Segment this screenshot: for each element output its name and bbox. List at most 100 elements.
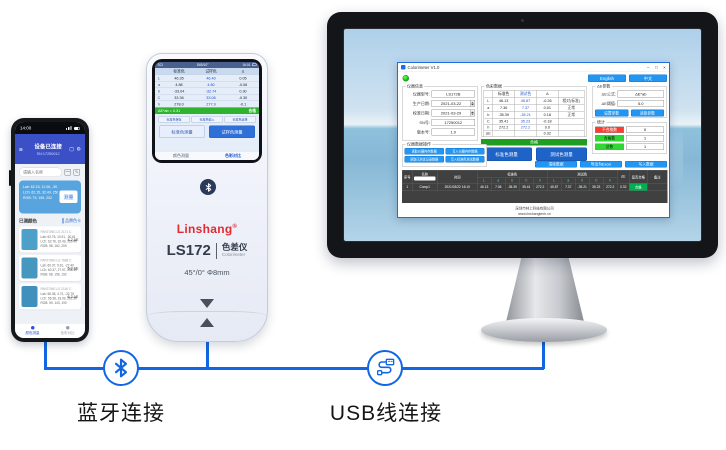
brand-color-card-link[interactable]: 品牌色卡 <box>62 218 81 224</box>
standard-select-button[interactable]: 标准色选择 <box>224 116 256 123</box>
phone-device-sn: SN:17250012 <box>36 151 60 156</box>
pass-badge: 合格 <box>629 183 648 191</box>
usb-cable-icon <box>367 350 403 386</box>
table-header-row: 标准色 测试色 Δ <box>483 90 585 98</box>
search-input[interactable] <box>19 167 62 177</box>
serial-number-field[interactable] <box>431 119 475 126</box>
monitor-stand-base <box>481 318 607 342</box>
total-count-field[interactable] <box>626 143 664 150</box>
write-memory-button[interactable]: 写入仪器内存数据 <box>445 148 485 155</box>
device-mode: SCI <box>157 63 163 67</box>
read-records-button[interactable]: 读取已测试记录数据 <box>404 156 444 163</box>
close-button[interactable]: × <box>663 64 666 70</box>
version-field[interactable] <box>431 128 475 136</box>
device-window-icon[interactable]: ▢ <box>69 146 75 152</box>
calendar-icon[interactable] <box>64 169 71 176</box>
table-header-row: 标准色 试样色 Δ <box>155 68 259 75</box>
delta-e-threshold-field[interactable] <box>617 100 664 107</box>
spinner-control[interactable] <box>470 109 475 117</box>
current-color-card: Lab: 62.15, 11.06, -30.55 LCh: 62.15, 32… <box>19 180 81 214</box>
delta-e-formula-field[interactable] <box>617 90 664 98</box>
gear-icon[interactable]: ⚙ <box>76 146 81 152</box>
import-data-button[interactable]: 写入数据 <box>625 161 667 168</box>
history-item[interactable]: PANTONE-LS 2171 C Lab: 62.76, 10.91, -30… <box>19 226 81 253</box>
device-seam <box>147 311 267 321</box>
tab-color-measure[interactable]: 颜色测量 <box>173 153 189 159</box>
color-swatch <box>21 257 38 279</box>
pass-count-field[interactable] <box>626 135 664 142</box>
usb-connection-label: USB线连接 <box>329 402 443 425</box>
software-footer: 深圳市林上科技有限公司 www.linshangtech.cn <box>398 207 669 218</box>
test-measure-button[interactable]: 测试色测量 <box>536 147 587 161</box>
set-params-button[interactable]: 设置参数 <box>595 109 629 117</box>
sample-measure-button[interactable]: 试样色测量 <box>209 125 255 138</box>
edit-icon[interactable]: ✎ <box>73 169 80 176</box>
tab-color-compare[interactable]: 色彩对比 <box>225 153 241 159</box>
pass-verdict: 合格 <box>248 108 257 114</box>
camera-dot <box>521 19 524 22</box>
production-date-field[interactable] <box>431 100 471 107</box>
delta-e-value: 4.2 ΔE <box>67 237 79 243</box>
standard-measure-button[interactable]: 标准色测量 <box>159 125 205 138</box>
bluetooth-icon <box>103 350 139 386</box>
battery-icon <box>252 63 257 67</box>
connection-line-monitor <box>542 340 545 369</box>
brand-logo: Linshang® <box>176 222 238 236</box>
read-memory-button[interactable]: 读取仪器内存数据 <box>404 148 444 155</box>
delta-e-result: ΔE*ab = 0.31 <box>158 108 181 114</box>
window-title-bar: Colorimeter V1.0 – □ × <box>398 63 669 72</box>
alignment-mark-up <box>200 318 214 327</box>
software-window: Colorimeter V1.0 – □ × English 中文 仪器信息 <box>397 62 670 218</box>
delta-e-params-group: ΔE参数 ΔE公式: ΔE阈值: 设置参数 读取参数 <box>592 83 667 118</box>
pass-count-label: 合格数 <box>595 135 624 142</box>
app-icon <box>401 65 406 70</box>
write-standard-button[interactable]: 写入标准色测试数据 <box>445 156 485 163</box>
history-section-title: 已测颜色 <box>19 218 38 224</box>
phone-connection-status: 设备已连接 <box>34 143 62 150</box>
company-website: www.linshangtech.cn <box>518 212 551 216</box>
export-excel-button[interactable]: 导出为Excel <box>580 161 622 168</box>
menu-icon[interactable]: ≡ <box>19 145 23 153</box>
minimize-button[interactable]: – <box>647 64 650 70</box>
tab-color-measure[interactable]: 颜色测量 <box>15 324 50 339</box>
clear-data-button[interactable]: 清除数据 <box>535 161 577 168</box>
phone-search-row: ✎ <box>15 164 85 177</box>
compare-icon <box>65 326 70 330</box>
calibration-date-field[interactable] <box>431 109 471 117</box>
english-button[interactable]: English <box>588 74 626 82</box>
standard-input-button[interactable]: 标准色输入 <box>191 116 223 123</box>
standard-save-button[interactable]: 标准色保存 <box>158 116 190 123</box>
phone-bottom-nav: 颜色测量 色彩对比 <box>15 323 85 338</box>
name-filter-input[interactable] <box>414 176 436 181</box>
measure-button[interactable]: 测量 <box>59 190 78 203</box>
spinner-control[interactable] <box>470 100 475 107</box>
chinese-button[interactable]: 中文 <box>629 74 667 82</box>
standard-measure-button[interactable]: 标准色测量 <box>481 147 532 161</box>
desktop-monitor: Colorimeter V1.0 – □ × English 中文 仪器信息 <box>327 12 718 258</box>
model-field[interactable] <box>431 90 475 98</box>
device-illuminant: D65/10° <box>196 63 209 67</box>
device-spec: 45°/0° Φ8mm <box>184 268 230 277</box>
tab-color-compare[interactable]: 色彩对比 <box>50 324 85 339</box>
maximize-button[interactable]: □ <box>655 64 658 70</box>
read-params-button[interactable]: 读取参数 <box>630 109 664 117</box>
monitor-screen: Colorimeter V1.0 – □ × English 中文 仪器信息 <box>343 28 702 242</box>
history-item[interactable]: PANTONE-LS 2140 C Lab: 56.38, 4.72, -32.… <box>19 283 81 310</box>
total-count-label: 总数 <box>595 143 624 150</box>
history-item[interactable]: PANTONE-LS 7688 C Lab: 60.37, 5.61, -27.… <box>19 255 81 281</box>
current-rgb-value: RGB: 79, 159, 202 <box>23 196 52 201</box>
fail-count-field[interactable] <box>626 126 664 133</box>
phone-status-icons <box>65 126 80 130</box>
current-lab-value: Lab: 62.15, 11.06, -30.55 <box>23 185 58 190</box>
smartphone: 14:00 ≡ 设备已连接 SN:17250012 ▢ ⚙ <box>9 118 89 342</box>
